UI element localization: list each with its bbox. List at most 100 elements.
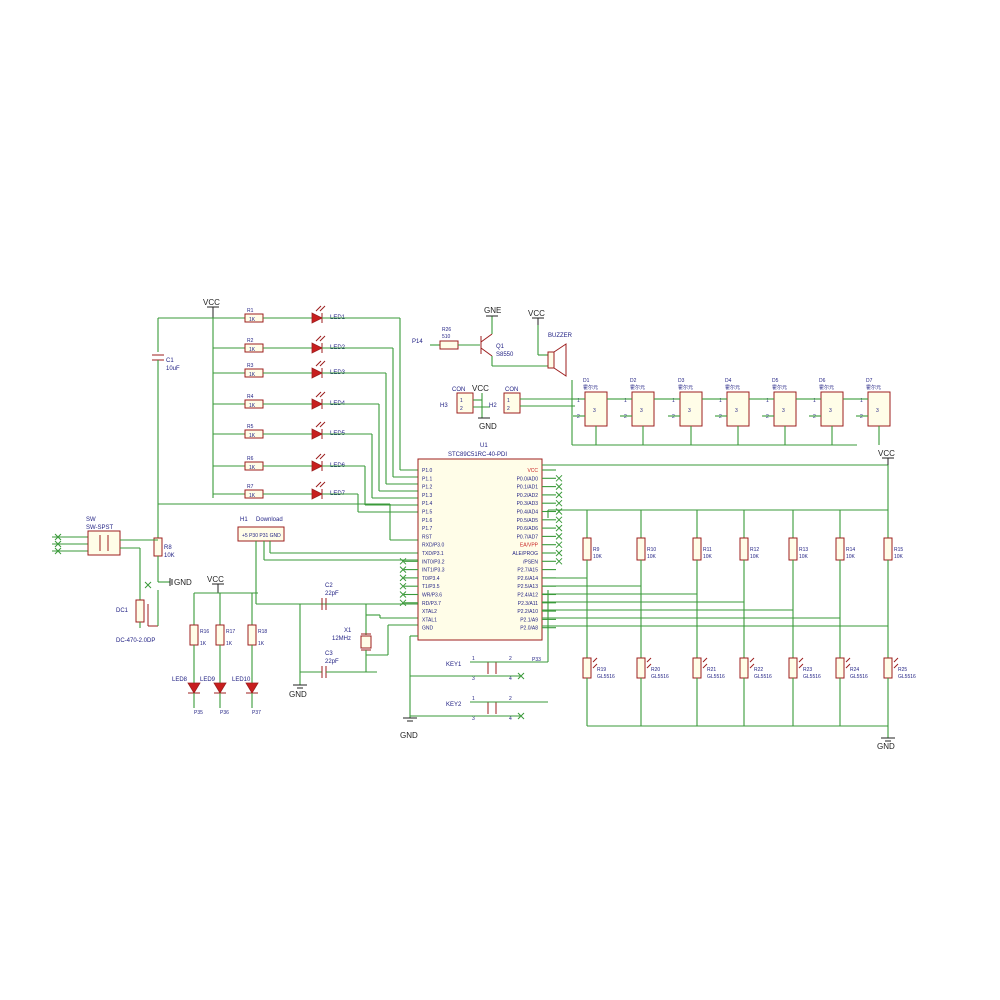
mcu-left-pin-label: TXD/P3.1 <box>422 551 444 557</box>
ldr-rays <box>893 657 899 669</box>
sensor-pin: 2 <box>719 414 722 420</box>
resistor-ref: R6 <box>247 456 254 462</box>
sensor-pin: 2 <box>672 414 675 420</box>
led-rays <box>315 421 326 428</box>
mcu-left-pins: P1.0P1.1P1.2P1.3P1.4P1.5P1.6P1.7RSTRXD/P… <box>399 468 445 632</box>
pullup-value: 10K <box>846 554 856 560</box>
resistor-value: 1K <box>249 465 256 471</box>
resistor-r15 <box>883 537 893 561</box>
ldr-value: GL5516 <box>754 674 772 680</box>
pullup-ref: R9 <box>593 547 600 553</box>
key-pin: 1 <box>472 696 475 702</box>
resistor-r12 <box>739 537 749 561</box>
pullup-value: 10K <box>647 554 657 560</box>
ldr-r21 <box>692 657 702 679</box>
vcc-right: VCC <box>878 449 895 465</box>
ldr-rays <box>845 657 851 669</box>
sensor-pin: 1 <box>719 398 722 404</box>
no-connect-mark <box>399 574 407 582</box>
mcu-right-pin-label: P0.3/AD3 <box>517 501 539 507</box>
gnd-right: GND <box>877 726 895 751</box>
mcu-left-pin-label: P1.2 <box>422 485 433 491</box>
sensor-ref: D1 <box>583 378 590 384</box>
key-pin: 4 <box>509 676 512 682</box>
mcu-right-pin-label: P0.1/AD1 <box>517 485 539 491</box>
key-pin: 2 <box>509 656 512 662</box>
mcu-left-pin-label: RST <box>422 534 432 540</box>
resistor-ref: R4 <box>247 394 254 400</box>
resistor-r11 <box>692 537 702 561</box>
sensor-pin: 1 <box>577 398 580 404</box>
mcu-left-pin-label: XTAL2 <box>422 609 437 615</box>
led-5-symbol <box>311 428 323 440</box>
r8-ref: R8 <box>164 545 172 551</box>
resistor-r18 <box>247 624 257 646</box>
c2-value: 22pF <box>325 591 339 597</box>
no-connect-mark <box>555 516 563 524</box>
led-symbol <box>245 682 259 694</box>
resistor-ref: R17 <box>226 629 235 635</box>
mcu-right-pin-label: P2.3/A11 <box>518 601 538 607</box>
key-pin: 2 <box>509 696 512 702</box>
hall-sensor-row: D1霍尔元123D2霍尔元123D3霍尔元123D4霍尔元123D5霍尔元123… <box>573 378 891 445</box>
resistor-ref: R5 <box>247 424 254 430</box>
gnd-mcu-label: GND <box>400 731 418 740</box>
led-rays <box>315 360 326 367</box>
h1-name: Download <box>256 517 283 523</box>
vcc-low-label: VCC <box>207 575 224 584</box>
x1-ref: X1 <box>344 628 352 634</box>
resistor-ref: R3 <box>247 363 254 369</box>
sensor-pin: 2 <box>624 414 627 420</box>
led-label: LED8 <box>172 677 188 683</box>
hall-sensor-d7 <box>867 391 891 427</box>
r26-value: 510 <box>442 334 451 340</box>
ldr-ref: R25 <box>898 667 907 673</box>
no-connect-mark <box>399 582 407 590</box>
no-connect-mark <box>555 524 563 532</box>
key-pin: 4 <box>509 716 512 722</box>
dc1-part: DC-470-2.0DP <box>116 638 155 644</box>
pullup-value: 10K <box>799 554 809 560</box>
mcu-right-pin-label: P0.5/AD5 <box>517 518 539 524</box>
h1-ref: H1 <box>240 517 248 523</box>
resistor-r13 <box>788 537 798 561</box>
mcu-left-pin-label: P1.4 <box>422 501 433 507</box>
ldr-r24 <box>835 657 845 679</box>
ldr-ref: R19 <box>597 667 606 673</box>
h3-pin1: 1 <box>460 398 463 404</box>
resistor-ref: R16 <box>200 629 209 635</box>
resistor-value: 1K <box>200 641 207 647</box>
pullup-value: 10K <box>593 554 603 560</box>
led-6-symbol <box>311 460 323 472</box>
resistor-r16 <box>189 624 199 646</box>
buzzer-net: P14 <box>412 339 423 345</box>
pullup-value: 10K <box>894 554 904 560</box>
mcu-right-pin-label: P2.5/A13 <box>517 584 538 590</box>
ldr-value: GL5516 <box>803 674 821 680</box>
c1-ref: C1 <box>166 358 174 364</box>
mcu-left-pin-label: RD/P3.7 <box>422 601 441 607</box>
ldr-value: GL5516 <box>850 674 868 680</box>
dc1-ref: DC1 <box>116 608 129 614</box>
no-connect-mark <box>399 557 407 565</box>
led-rays <box>315 335 326 342</box>
led-rays <box>315 481 326 488</box>
resistor-ref: R18 <box>258 629 267 635</box>
c3-ref: C3 <box>325 651 333 657</box>
mcu-left-pin-label: P1.0 <box>422 468 433 474</box>
sensor-name: 霍尔元 <box>630 384 645 391</box>
ldr-ref: R20 <box>651 667 660 673</box>
key-label: KEY1 <box>446 662 462 668</box>
mcu-right-pin-label: P2.1/A9 <box>520 617 538 623</box>
resistor-ref: R7 <box>247 484 254 490</box>
gnd-crystal-label: GND <box>289 690 307 699</box>
connector-h2: CON H2 1 2 <box>489 387 575 414</box>
key-pin: 3 <box>472 676 475 682</box>
sensor-pin: 1 <box>766 398 769 404</box>
ldr-value: GL5516 <box>597 674 615 680</box>
mcu-left-pin-label: P1.7 <box>422 526 433 532</box>
led-symbol <box>213 682 227 694</box>
resistor-r17 <box>215 624 225 646</box>
hall-sensor-d6 <box>820 391 844 427</box>
sensor-ref: D6 <box>819 378 826 384</box>
